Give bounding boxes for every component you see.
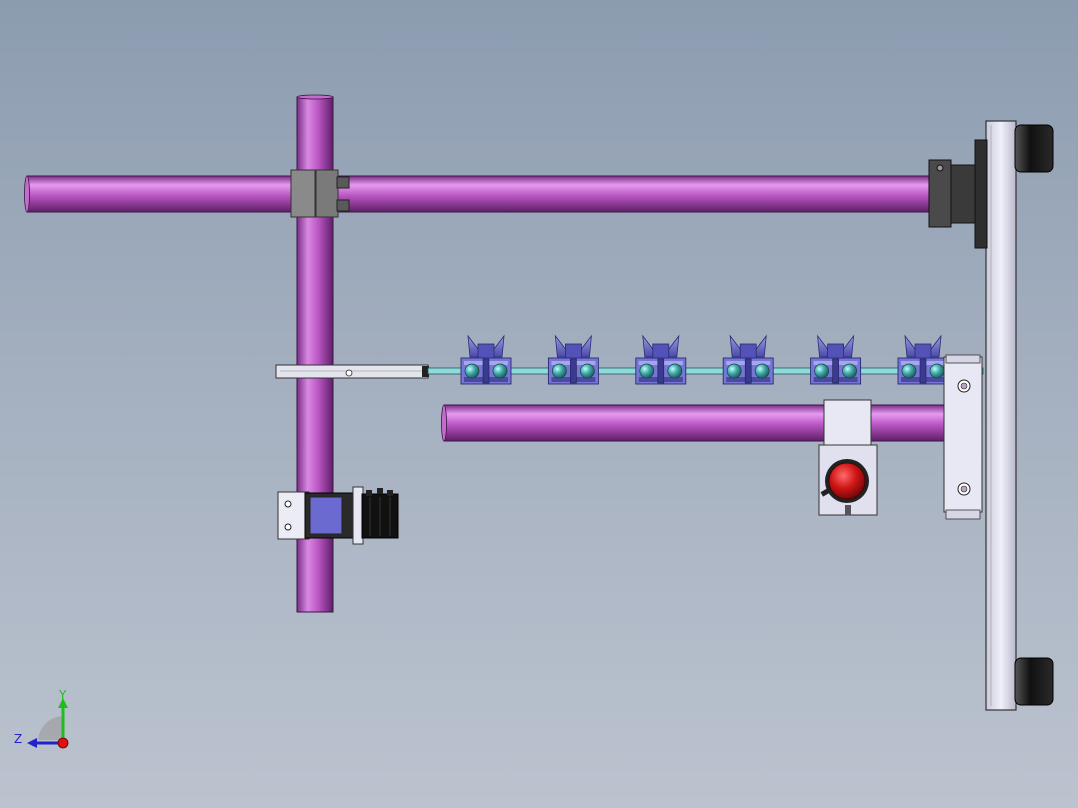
clamp-unit[interactable] xyxy=(547,334,599,385)
right-plate[interactable] xyxy=(985,120,1017,711)
clamp-units xyxy=(460,334,949,385)
mount-block[interactable] xyxy=(277,491,310,540)
roller-ball xyxy=(580,363,595,379)
clamp-knob xyxy=(565,343,582,360)
roller-ball xyxy=(639,363,655,379)
coordinate-triad: Y Z xyxy=(14,688,69,749)
roller-ball xyxy=(464,363,480,379)
rubber-foot-bottom[interactable] xyxy=(1014,657,1054,706)
clamp-center-post xyxy=(744,358,752,384)
roller-ball xyxy=(754,363,770,379)
clamp-center-post xyxy=(657,358,665,384)
y-axis-arrow xyxy=(58,698,68,708)
tube-clamp[interactable] xyxy=(290,169,350,218)
z-axis-arrow xyxy=(27,738,37,748)
y-axis-label: Y xyxy=(58,688,67,702)
roller-ball xyxy=(552,363,567,379)
clamp-center-post xyxy=(482,358,490,384)
z-axis-label: Z xyxy=(14,732,22,746)
clamp-knob xyxy=(827,343,844,360)
clamp-knob xyxy=(652,343,670,360)
clamp-knob xyxy=(477,343,495,360)
clamp-unit[interactable] xyxy=(722,334,774,385)
roller-rod xyxy=(427,367,984,375)
clamp-center-post xyxy=(832,358,839,384)
clamp-unit[interactable] xyxy=(635,334,687,385)
triad-arc xyxy=(38,716,62,740)
horizontal-tube-top[interactable] xyxy=(24,175,938,213)
clamp-unit[interactable] xyxy=(897,334,949,385)
pneumatic-cylinder[interactable] xyxy=(304,486,399,545)
rail-bar[interactable] xyxy=(275,364,429,379)
origin-dot xyxy=(57,737,69,749)
clamp-unit[interactable] xyxy=(810,334,862,385)
roller-ball xyxy=(901,363,917,379)
side-bracket[interactable] xyxy=(943,354,983,520)
clamp-knob xyxy=(739,343,757,360)
roller-ball xyxy=(929,363,945,379)
tube-end-holder[interactable] xyxy=(928,139,988,249)
roller-ball xyxy=(492,363,508,379)
clamp-knob xyxy=(914,343,932,360)
clamp-center-post xyxy=(919,358,927,384)
clamp-center-post xyxy=(570,358,577,384)
rubber-foot-top[interactable] xyxy=(1014,124,1054,173)
roller-ball xyxy=(814,363,829,379)
emergency-stop-button[interactable] xyxy=(820,459,869,503)
roller-ball xyxy=(842,363,857,379)
roller-ball xyxy=(726,363,742,379)
roller-ball xyxy=(667,363,683,379)
clamp-unit[interactable] xyxy=(460,334,512,385)
